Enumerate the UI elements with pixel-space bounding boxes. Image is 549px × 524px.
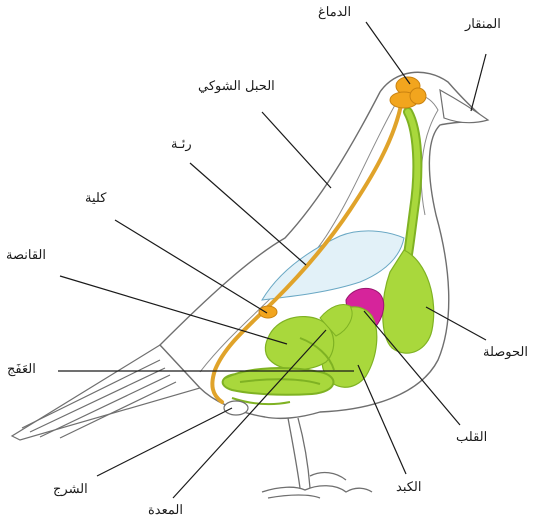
label-stomach: المعدة	[148, 503, 183, 519]
label-spinal-cord: الحبل الشوكي	[198, 79, 275, 95]
label-heart: القلب	[456, 430, 487, 446]
label-cloaca: الشرج	[53, 482, 88, 498]
leader-beak	[471, 54, 486, 111]
leader-spinal-cord	[262, 112, 331, 188]
label-brain: الدماغ	[318, 5, 351, 21]
beak	[440, 90, 488, 123]
label-intestine: العَفَج	[7, 362, 36, 378]
label-gizzard: القانصة	[6, 248, 46, 264]
leader-cloaca	[97, 408, 232, 476]
kidney	[259, 306, 277, 318]
bird-legs	[262, 418, 372, 498]
leader-lung	[190, 163, 306, 265]
cloaca	[224, 401, 248, 415]
label-beak: المنقار	[465, 17, 501, 33]
label-crop: الحوصلة	[483, 345, 528, 361]
leader-brain	[366, 22, 410, 84]
label-liver: الكبد	[396, 480, 422, 496]
tail-feathers	[12, 345, 200, 440]
label-kidney: كلية	[85, 191, 106, 207]
label-lung: رئـة	[171, 137, 192, 153]
